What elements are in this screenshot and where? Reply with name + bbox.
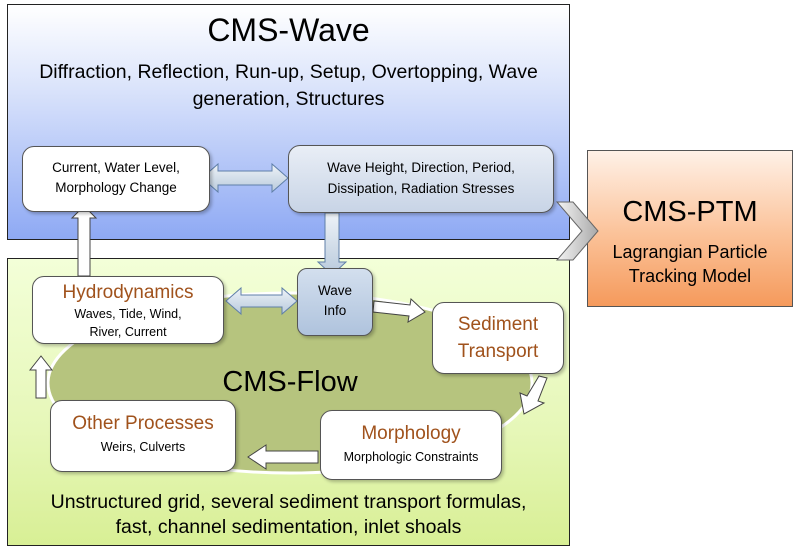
wave-info-line2: Info: [323, 303, 347, 318]
ptm-line2: Tracking Model: [628, 266, 752, 286]
current-water-level-box: Current, Water Level, Morphology Change: [22, 146, 210, 212]
cms-ptm-panel: [587, 150, 793, 307]
other-processes-sub: Weirs, Culverts: [100, 440, 186, 454]
morphology-box: Morphology Morphologic Constraints: [320, 410, 502, 480]
wave-title: CMS-Wave: [207, 12, 370, 48]
hydrodynamics-line1: Waves, Tide, Wind,: [74, 307, 182, 321]
wave-height-line2: Dissipation, Radiation Stresses: [327, 181, 515, 196]
current-water-level-line2: Morphology Change: [55, 180, 177, 195]
hydrodynamics-box: Hydrodynamics Waves, Tide, Wind, River, …: [32, 276, 224, 344]
wave-info-line1: Wave: [317, 283, 352, 298]
wave-height-box: Wave Height, Direction, Period, Dissipat…: [288, 145, 554, 213]
sediment-transport-box: Sediment Transport: [432, 302, 564, 374]
arrow-other-to-hydro: [28, 355, 54, 399]
morphology-title: Morphology: [361, 423, 461, 444]
arrow-current-wave-height: [201, 162, 289, 194]
other-processes-box: Other Processes Weirs, Culverts: [50, 400, 236, 472]
arrow-sediment-to-morph: [519, 375, 548, 415]
arrow-info-to-sediment: [372, 298, 426, 323]
arrow-morph-to-other: [247, 444, 319, 470]
current-water-level-line1: Current, Water Level,: [52, 160, 180, 175]
sediment-transport-line1: Sediment: [457, 314, 539, 335]
wave-info-box: Wave Info: [297, 268, 373, 336]
ptm-line1: Lagrangian Particle: [612, 242, 768, 262]
flow-title: CMS-Flow: [222, 366, 358, 398]
chevron-to-ptm: [555, 201, 599, 261]
ptm-description: Lagrangian Particle Tracking Model: [587, 240, 793, 288]
hydrodynamics-title: Hydrodynamics: [62, 282, 194, 303]
morphology-sub: Morphologic Constraints: [343, 450, 479, 464]
ptm-title: CMS-PTM: [622, 196, 758, 228]
arrow-wave-height-to-info: [316, 212, 348, 276]
flow-footer-line1: Unstructured grid, several sediment tran…: [50, 491, 527, 513]
other-processes-title: Other Processes: [72, 413, 214, 434]
arrow-hydro-to-current: [70, 205, 98, 277]
sediment-transport-line2: Transport: [457, 341, 539, 362]
wave-subtitle-line1: Diffraction, Reflection, Run-up, Setup, …: [39, 61, 538, 83]
hydrodynamics-line2: River, Current: [89, 325, 167, 339]
flow-footer-line2: fast, channel sedimentation, inlet shoal…: [115, 516, 462, 538]
flow-footer: Unstructured grid, several sediment tran…: [7, 490, 570, 540]
wave-subtitle-line2: generation, Structures: [192, 88, 385, 110]
wave-height-line1: Wave Height, Direction, Period,: [327, 160, 515, 175]
wave-subtitle: Diffraction, Reflection, Run-up, Setup, …: [7, 59, 570, 113]
